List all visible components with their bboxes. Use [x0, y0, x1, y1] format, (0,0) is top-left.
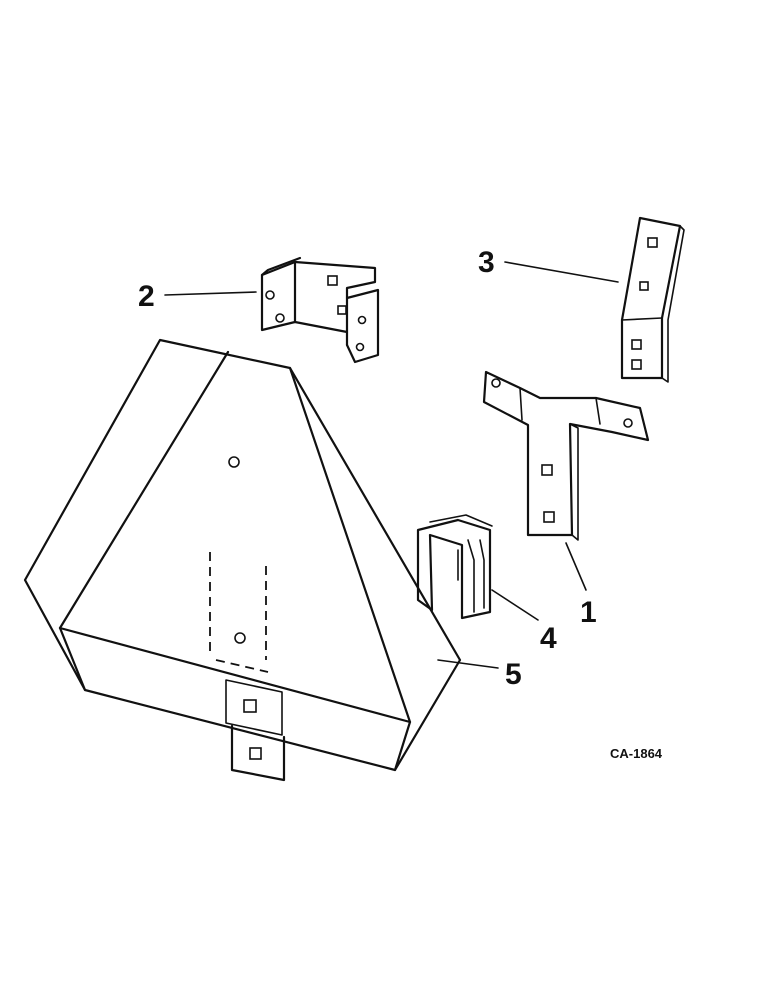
leader-3 — [504, 261, 619, 283]
callout-3: 3 — [478, 246, 495, 279]
drawing-code: CA-1864 — [610, 746, 663, 761]
leader-1 — [565, 542, 587, 591]
leader-2 — [164, 291, 257, 296]
part-3-strap — [620, 216, 685, 383]
leader-lines — [164, 261, 619, 669]
callout-2: 2 — [138, 280, 155, 313]
part-1-t-bracket — [482, 370, 650, 541]
part-2-bracket — [260, 256, 380, 364]
leader-4 — [491, 589, 539, 621]
part-5-smv-emblem — [23, 338, 462, 782]
callout-4: 4 — [540, 622, 557, 655]
leader-5 — [437, 659, 499, 669]
callout-5: 5 — [505, 658, 522, 691]
part-4-clip — [416, 514, 493, 620]
callout-1: 1 — [580, 596, 597, 629]
